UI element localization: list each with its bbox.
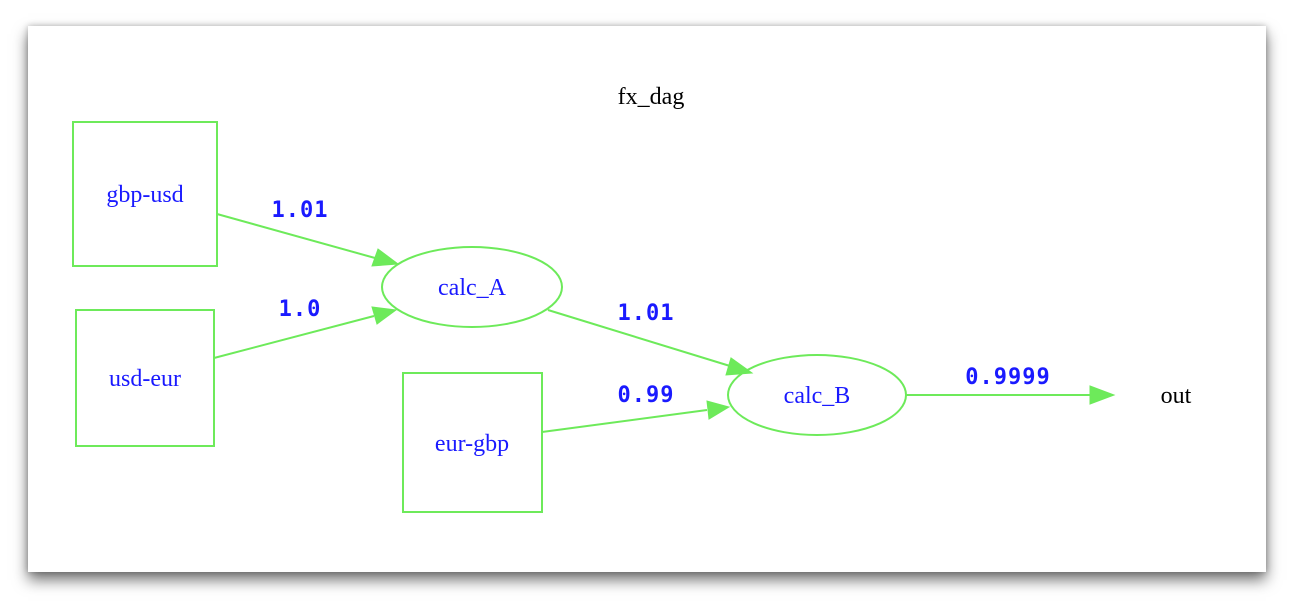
edge-usd-eur-to-calc-a: 1.0 — [213, 297, 398, 359]
edge-label-eur-gbp-calc-b: 0.99 — [618, 383, 675, 408]
arrowhead-icon — [371, 306, 398, 325]
node-usd-eur[interactable]: usd-eur — [75, 309, 215, 447]
diagram-card — [28, 26, 1266, 572]
edge-label-calc-b-out: 0.9999 — [965, 365, 1050, 390]
node-out[interactable]: out — [1161, 383, 1192, 409]
arrowhead-icon — [1089, 385, 1116, 405]
edge-calc-b-to-out: 0.9999 — [906, 365, 1116, 405]
node-calc-b-label: calc_B — [784, 383, 851, 409]
edge-gbp-usd-to-calc-a: 1.01 — [216, 198, 400, 267]
node-gbp-usd-label: gbp-usd — [106, 182, 183, 208]
diagram-title: fx_dag — [618, 84, 685, 110]
node-usd-eur-label: usd-eur — [109, 366, 181, 392]
node-calc-a[interactable]: calc_A — [381, 246, 563, 328]
arrowhead-icon — [706, 400, 731, 420]
edge-label-gbp-usd-calc-a: 1.01 — [272, 198, 329, 223]
node-eur-gbp-label: eur-gbp — [435, 431, 509, 457]
node-calc-a-label: calc_A — [438, 275, 507, 301]
node-calc-b[interactable]: calc_B — [727, 354, 907, 436]
edge-label-usd-eur-calc-a: 1.0 — [279, 297, 322, 322]
node-out-label: out — [1161, 383, 1192, 409]
arrowhead-icon — [371, 248, 400, 267]
node-eur-gbp[interactable]: eur-gbp — [402, 372, 543, 513]
edge-label-calc-a-calc-b: 1.01 — [618, 301, 675, 326]
arrowhead-icon — [725, 357, 754, 376]
edge-eur-gbp-to-calc-b: 0.99 — [541, 383, 731, 433]
node-gbp-usd[interactable]: gbp-usd — [72, 121, 218, 267]
edge-calc-a-to-calc-b: 1.01 — [547, 301, 754, 376]
